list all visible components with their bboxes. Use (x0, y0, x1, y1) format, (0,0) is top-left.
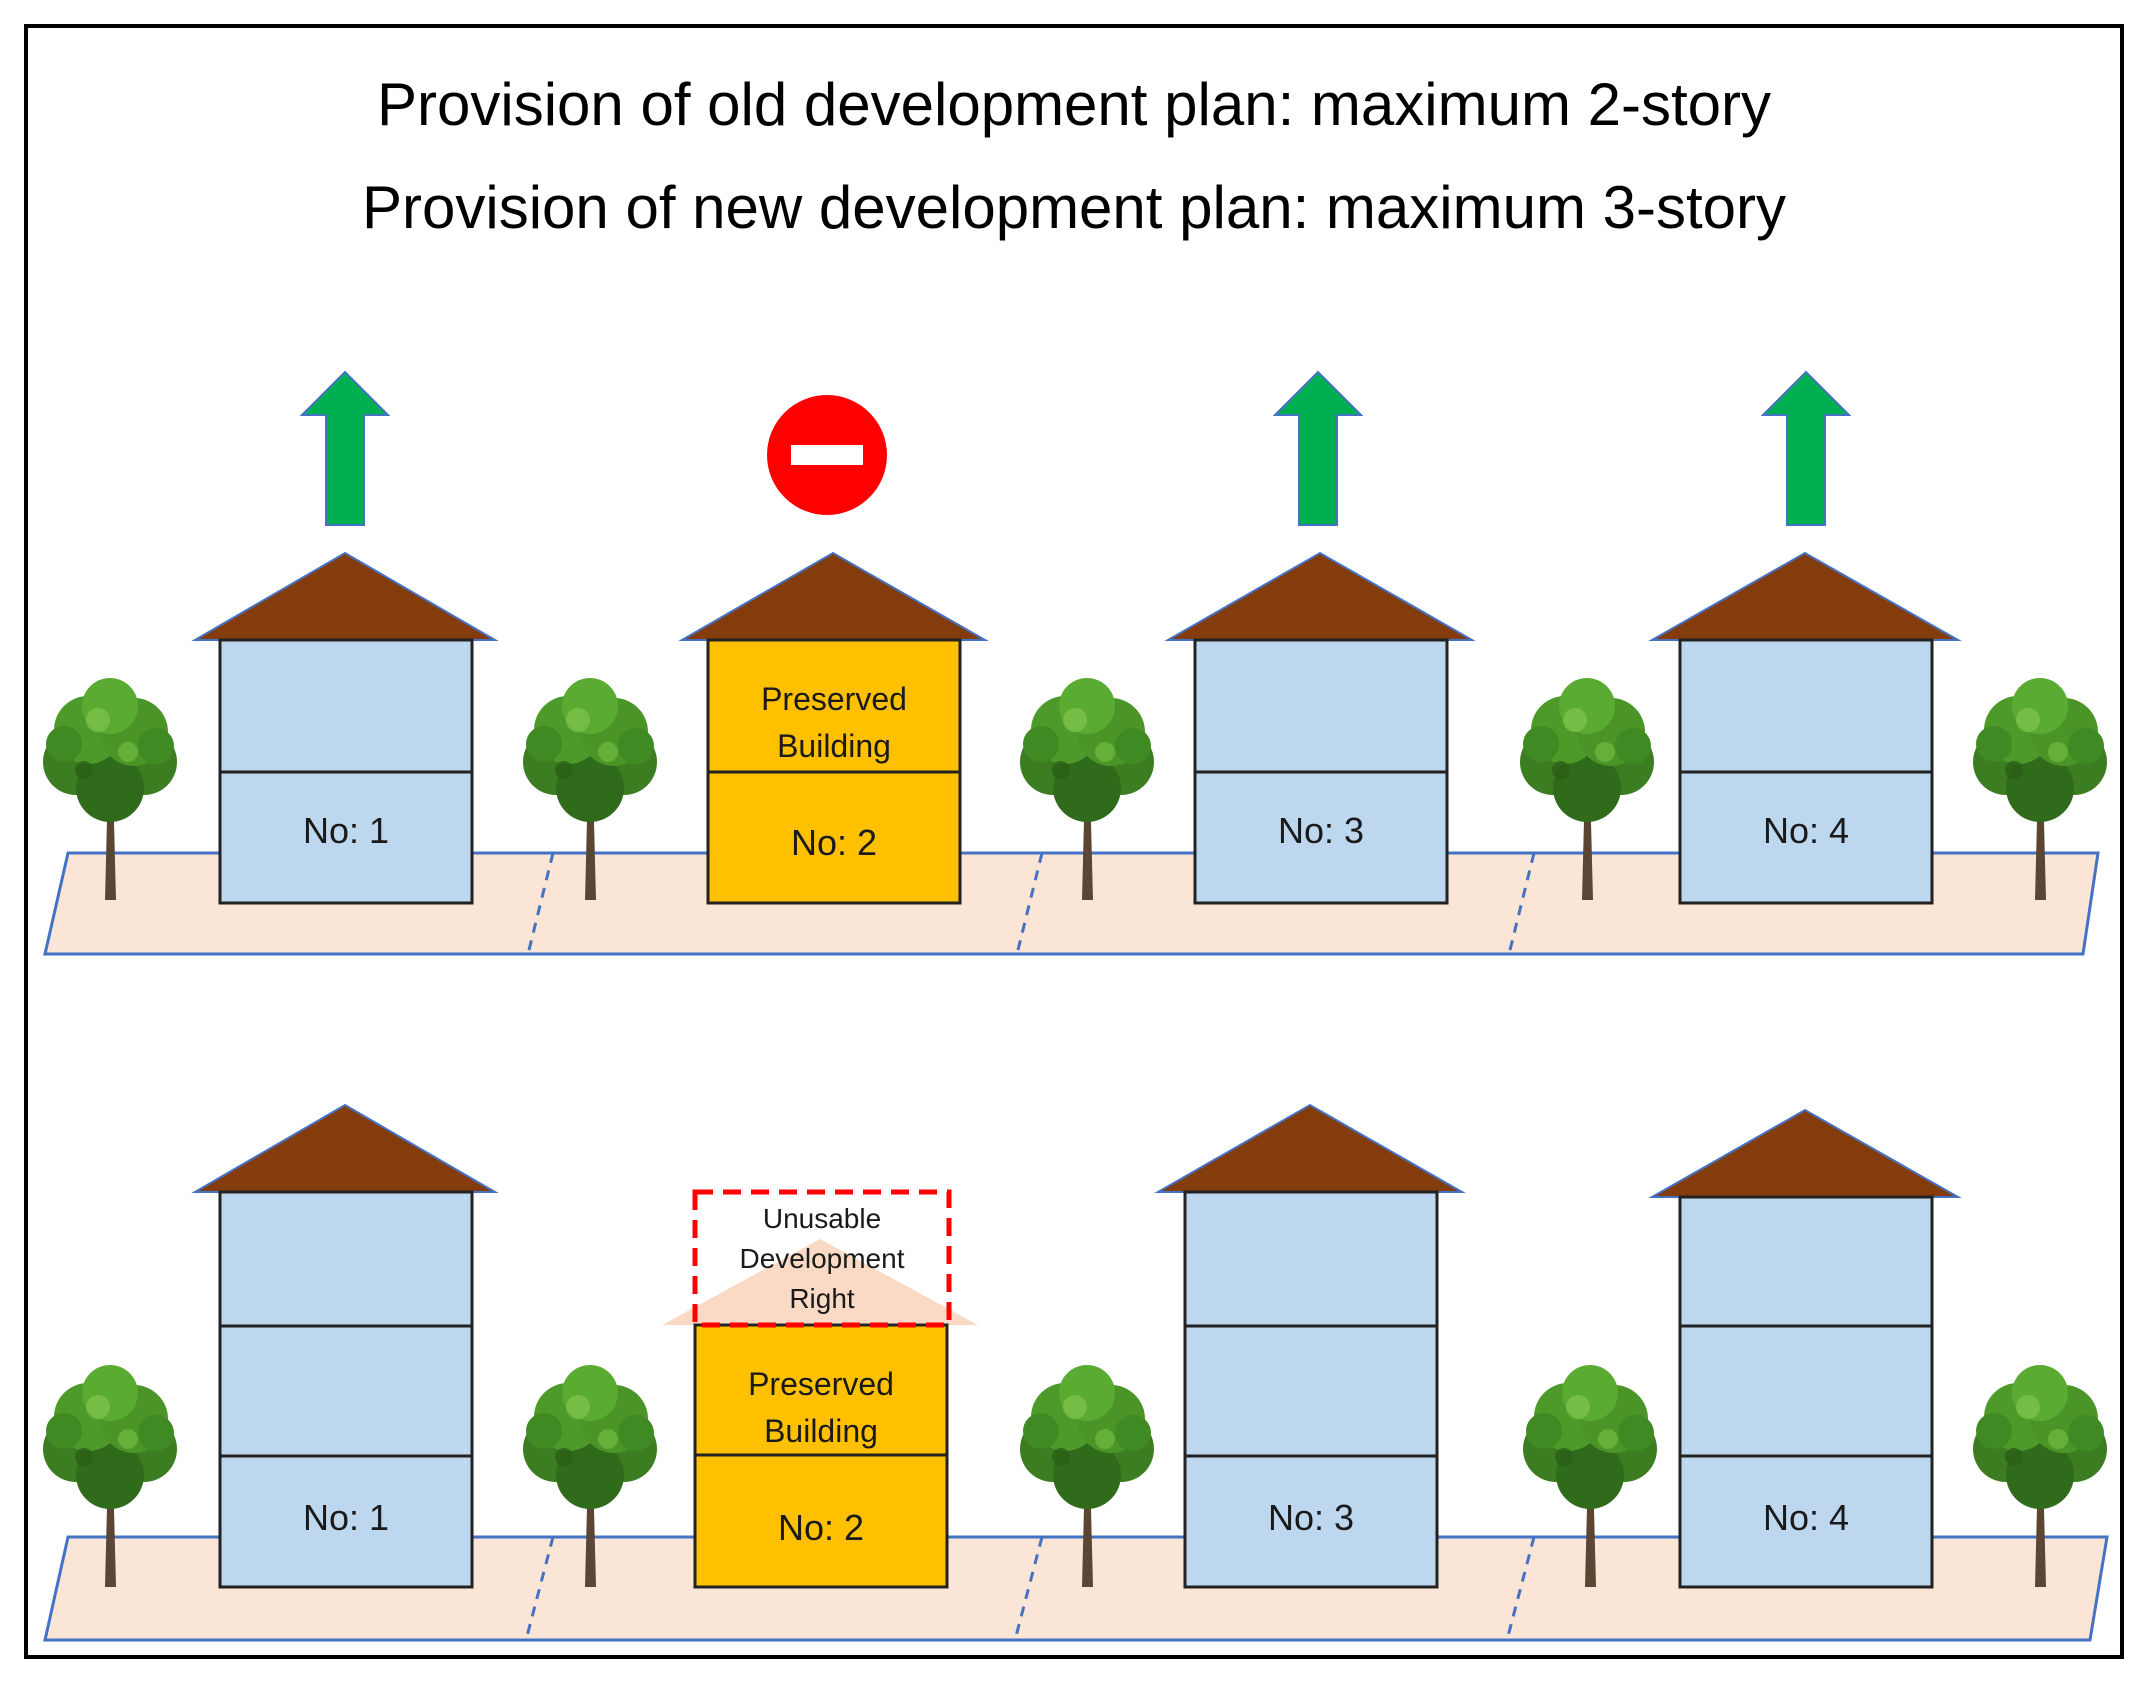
house-label: No: 2 (778, 1507, 864, 1548)
house-label: No: 1 (303, 810, 389, 851)
top-row: No: 1 Preserved Building No: 2 No: 3 (43, 370, 2107, 956)
unusable-development-right: Unusable Development Right (692, 1189, 952, 1328)
house-wall (1183, 1190, 1439, 1589)
unusable-line1: Unusable (763, 1203, 881, 1234)
unusable-line2: Development (740, 1243, 905, 1274)
roof (1164, 551, 1476, 641)
house-1: No: 1 (191, 1103, 499, 1589)
house-wall (1678, 1195, 1934, 1589)
roof (678, 551, 989, 641)
house-4: No: 4 (1648, 551, 1962, 905)
unusable-line3: Right (789, 1283, 855, 1314)
house-1: No: 1 (191, 551, 499, 905)
house-label: No: 1 (303, 1497, 389, 1538)
roof (191, 551, 499, 641)
house-3: No: 3 (1154, 1103, 1466, 1589)
house-wall (218, 1190, 474, 1589)
up-arrow-icon (1760, 370, 1852, 526)
roof (1154, 1103, 1466, 1193)
preserved-label-line2: Building (777, 728, 891, 764)
house-label: No: 4 (1763, 1497, 1849, 1538)
new-plan-title: Provision of new development plan: maxim… (362, 174, 1786, 241)
roof (1648, 1108, 1962, 1198)
roof (1648, 551, 1962, 641)
house-label: No: 3 (1268, 1497, 1354, 1538)
no-entry-icon (767, 395, 887, 515)
up-arrow-icon (299, 370, 391, 526)
roof (191, 1103, 499, 1193)
preserved-label-line1: Preserved (748, 1366, 894, 1402)
house-2-preserved: Preserved Building No: 2 (678, 551, 989, 905)
house-label: No: 3 (1278, 810, 1364, 851)
preserved-label-line2: Building (764, 1413, 878, 1449)
old-plan-title: Provision of old development plan: maxim… (377, 71, 1771, 138)
house-label: No: 4 (1763, 810, 1849, 851)
house-3: No: 3 (1164, 551, 1476, 905)
house-4: No: 4 (1648, 1108, 1962, 1589)
up-arrow-icon (1272, 370, 1364, 526)
bottom-row: No: 1 Preserved Building No: 2 Unusable … (43, 1103, 2109, 1642)
preserved-label-line1: Preserved (761, 681, 907, 717)
house-2-preserved: Preserved Building No: 2 (662, 1239, 978, 1589)
house-label: No: 2 (791, 822, 877, 863)
ghost-roof (662, 1239, 978, 1325)
